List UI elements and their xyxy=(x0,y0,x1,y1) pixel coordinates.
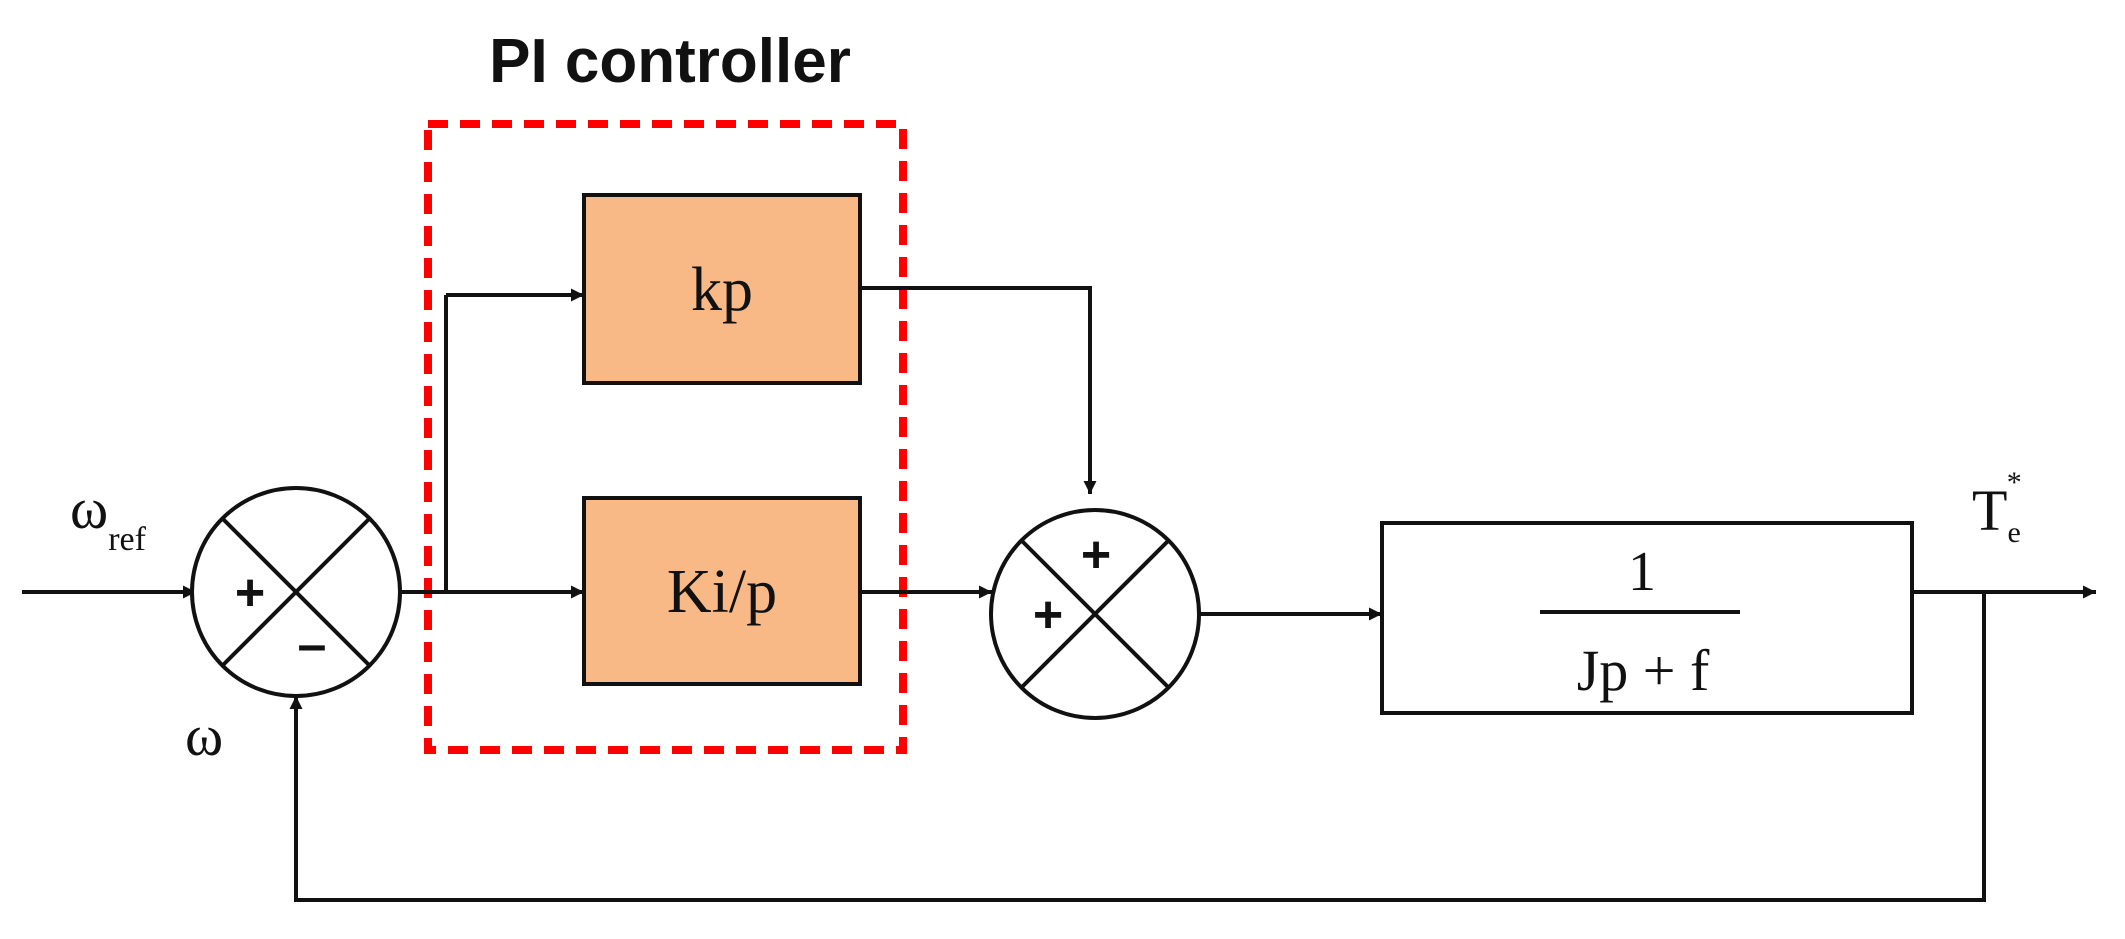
summer1-minus-sign: – xyxy=(298,616,327,674)
summing-junction-1: + – xyxy=(190,486,402,698)
pi-controller-boundary xyxy=(424,120,907,754)
plant-numerator: 1 xyxy=(1628,541,1656,603)
ki-block xyxy=(582,496,862,686)
feedback-path xyxy=(289,592,1986,902)
output-label: Te* xyxy=(1972,466,2022,549)
summer2-plus-left-sign: + xyxy=(1033,586,1063,644)
ki-label: Ki/p xyxy=(667,558,777,626)
plant-denominator: Jp + f xyxy=(1577,638,1710,703)
kp-block xyxy=(582,193,862,385)
kp-label: kp xyxy=(691,256,753,324)
kp-output-arrow xyxy=(860,286,1097,494)
reference-label: ωref xyxy=(70,476,147,558)
summer2-plus-top-sign: + xyxy=(1081,526,1111,584)
feedback-label: ω xyxy=(185,703,223,768)
summer1-plus-sign: + xyxy=(235,564,265,622)
plant-block xyxy=(1380,521,1914,715)
summing-junction-2: + + xyxy=(989,508,1201,720)
diagram-title: PI controller xyxy=(489,27,851,96)
